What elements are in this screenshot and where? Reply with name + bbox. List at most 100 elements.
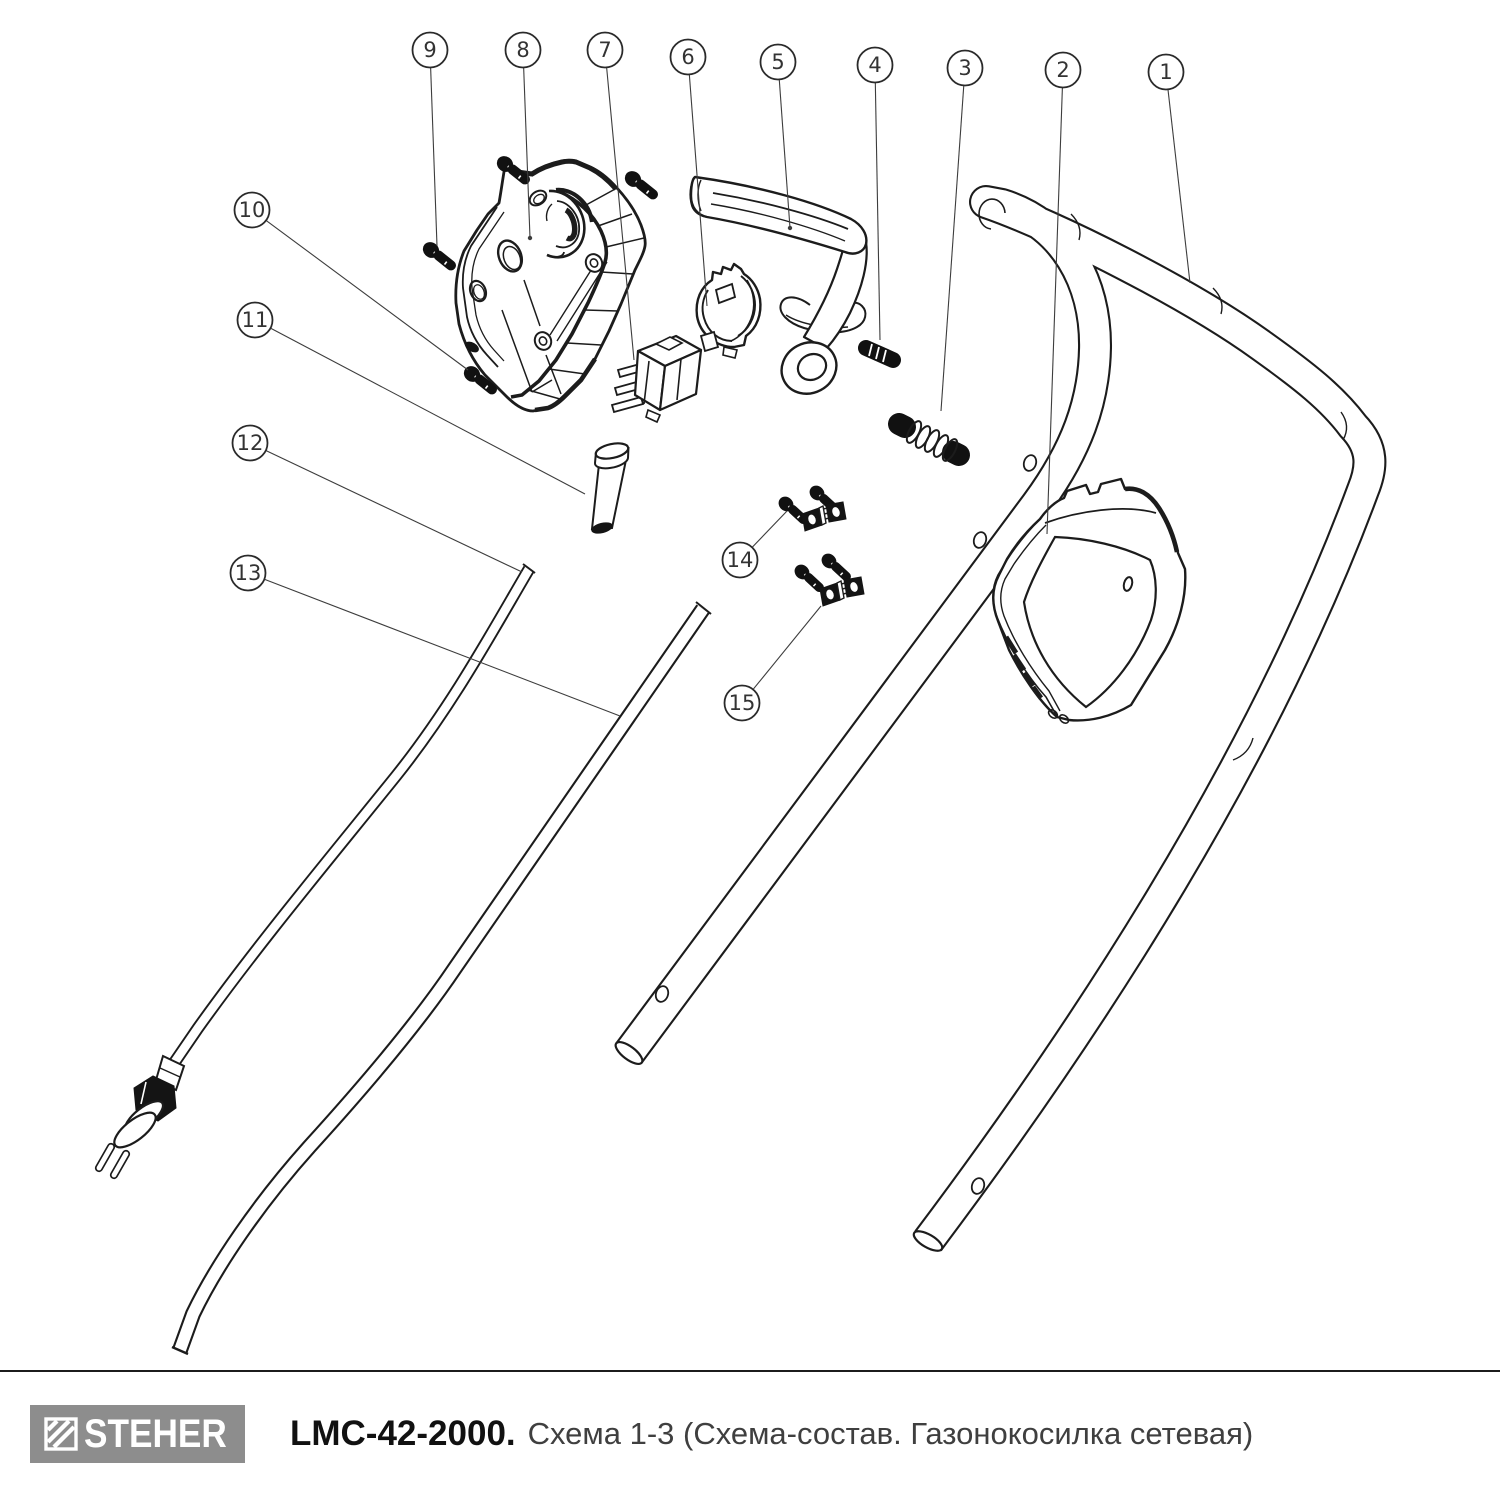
part-clip-15-stroke-stroke bbox=[826, 589, 834, 600]
part-cable-stroke bbox=[171, 1345, 189, 1356]
part-set-screw bbox=[858, 340, 901, 368]
callout-circle-13 bbox=[229, 554, 267, 592]
callout-10: 10 bbox=[233, 191, 469, 371]
part-upper-handle-tube-stroke bbox=[654, 985, 670, 1003]
part-clip-15-stroke bbox=[817, 550, 850, 577]
part-switch-housing-stroke bbox=[545, 203, 553, 222]
callout-circle-4 bbox=[856, 46, 894, 84]
part-spring-stroke bbox=[888, 413, 916, 438]
callout-11: 11 bbox=[236, 301, 586, 495]
part-upper-handle-tube-stroke bbox=[1022, 454, 1038, 472]
part-clamp-stroke bbox=[722, 346, 738, 359]
part-clamp-stroke bbox=[714, 282, 737, 305]
part-switch-box-cover-stroke bbox=[1047, 709, 1059, 719]
part-screw-9-stroke bbox=[419, 238, 453, 265]
part-cable-stroke bbox=[174, 605, 708, 1353]
part-lever-stroke bbox=[710, 203, 846, 242]
brand-name: STEHER bbox=[84, 1411, 227, 1456]
part-upper-handle-tube-stroke bbox=[1212, 287, 1223, 315]
part-lever-stroke bbox=[712, 192, 849, 230]
part-set-screw-stroke bbox=[875, 346, 880, 360]
part-switch-housing-stroke bbox=[527, 187, 645, 400]
part-switch-box-cover-stroke bbox=[1044, 508, 1157, 524]
callout-circle-7 bbox=[586, 31, 624, 69]
footer: STEHER LMC-42-2000. Схема 1-3 (Схема-сос… bbox=[0, 1402, 1500, 1466]
part-pin bbox=[590, 442, 630, 534]
part-switch-housing-stroke bbox=[555, 200, 581, 249]
part-cable-stroke bbox=[695, 601, 712, 615]
callout-number-8: 8 bbox=[516, 38, 529, 62]
part-clip-15-stroke bbox=[790, 561, 823, 588]
part-switch-housing bbox=[454, 158, 647, 413]
part-switch-housing-stroke bbox=[555, 187, 595, 223]
plug bbox=[94, 1054, 186, 1180]
part-switch-block-stroke bbox=[645, 408, 662, 424]
part-switch-housing-stroke bbox=[534, 357, 597, 413]
callout-number-1: 1 bbox=[1159, 60, 1172, 84]
part-power-cord-stroke bbox=[522, 563, 536, 574]
part-screw-right-stroke bbox=[621, 167, 655, 194]
callout-6: 6 bbox=[669, 38, 708, 307]
leader-line-6 bbox=[688, 74, 708, 307]
plug-stroke bbox=[159, 1067, 181, 1078]
part-lever-stroke bbox=[689, 175, 868, 255]
part-lever-stroke bbox=[796, 352, 828, 382]
part-pin-stroke bbox=[590, 458, 628, 531]
part-clip-15 bbox=[790, 550, 865, 607]
callout-4: 4 bbox=[856, 46, 894, 341]
part-clip-14-stroke-stroke bbox=[832, 507, 840, 517]
part-upper-handle-tube-stroke bbox=[978, 198, 1006, 230]
part-cable bbox=[171, 601, 712, 1356]
plug-stroke bbox=[96, 1144, 114, 1171]
part-switch-housing-stroke bbox=[546, 251, 565, 258]
part-clamp-stroke bbox=[730, 279, 755, 342]
part-switch-box-cover bbox=[992, 477, 1187, 724]
leader-line-12 bbox=[265, 450, 523, 573]
callout-circle-15 bbox=[723, 684, 761, 722]
callout-circle-11 bbox=[236, 301, 274, 339]
part-clamp-stroke bbox=[699, 330, 720, 353]
callout-circle-5 bbox=[759, 43, 797, 81]
part-set-screw-stroke bbox=[882, 349, 887, 363]
plug-stroke bbox=[140, 1081, 147, 1105]
part-switch-box-cover-stroke bbox=[992, 518, 1059, 719]
callout-number-2: 2 bbox=[1056, 58, 1069, 82]
part-clip-14-stroke-stroke bbox=[808, 514, 816, 525]
part-switch-block-stroke bbox=[643, 358, 682, 405]
part-clip-14-stroke bbox=[801, 501, 847, 532]
leader-line-14 bbox=[751, 510, 788, 548]
callout-circle-12 bbox=[231, 424, 269, 462]
part-power-cord bbox=[94, 563, 536, 1180]
part-upper-handle-tube-stroke bbox=[1340, 411, 1348, 441]
part-upper-handle-tube bbox=[614, 185, 1387, 1252]
plug-stroke bbox=[111, 1151, 129, 1178]
part-switch-block-stroke bbox=[658, 348, 703, 412]
leader-line-9 bbox=[430, 67, 438, 247]
callout-3: 3 bbox=[940, 49, 984, 412]
callout-number-12: 12 bbox=[237, 431, 264, 455]
part-switch-box-cover-stroke bbox=[1003, 635, 1019, 655]
part-lever-stroke bbox=[689, 176, 708, 218]
part-switch-housing-stroke bbox=[501, 279, 562, 395]
callout-number-5: 5 bbox=[771, 50, 784, 74]
part-upper-handle-tube-stroke bbox=[972, 531, 988, 549]
part-switch-housing-stroke bbox=[589, 258, 599, 268]
part-upper-handle-tube-stroke bbox=[617, 187, 1385, 1250]
part-lever-stroke bbox=[802, 240, 868, 351]
part-clamp-stroke bbox=[701, 289, 733, 342]
caption: LMC-42-2000. Схема 1-3 (Схема-состав. Га… bbox=[290, 1402, 1253, 1466]
part-switch-housing-stroke bbox=[533, 193, 545, 205]
leader-line-5 bbox=[778, 79, 791, 229]
part-switch-housing-stroke bbox=[471, 211, 505, 362]
part-switch-box-cover-stroke bbox=[1011, 653, 1027, 672]
part-switch-housing-stroke bbox=[461, 206, 499, 368]
callout-circle-2 bbox=[1044, 51, 1082, 89]
leader-line-4 bbox=[874, 82, 881, 341]
callout-8: 8 bbox=[504, 31, 542, 241]
part-clip-15-stroke-stroke bbox=[836, 579, 845, 602]
callout-number-11: 11 bbox=[242, 308, 269, 332]
callout-number-13: 13 bbox=[235, 561, 262, 585]
part-switch-block-stroke bbox=[610, 395, 645, 414]
leader-line-7 bbox=[606, 67, 635, 361]
callout-number-9: 9 bbox=[423, 38, 436, 62]
